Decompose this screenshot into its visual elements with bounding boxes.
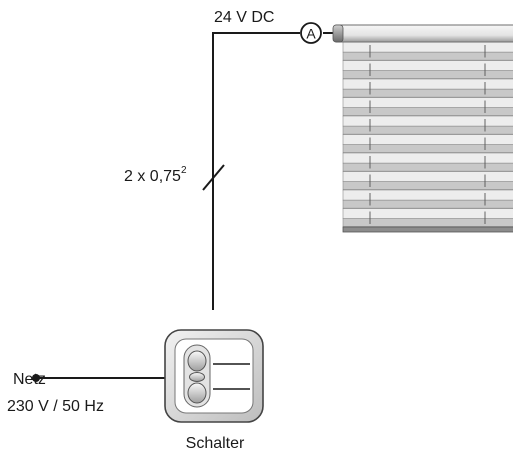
motor-label: A	[306, 26, 316, 42]
motor-symbol: A	[300, 22, 322, 44]
dc-wire	[212, 32, 300, 310]
cable-spec-label: 2 x 0,752	[124, 165, 187, 185]
blind-pleat	[342, 152, 513, 173]
mains-spec-label: 230 V / 50 Hz	[7, 398, 104, 415]
headrail	[335, 24, 513, 43]
blind-pleat	[342, 97, 513, 117]
cable-spec-superscript: 2	[181, 165, 187, 176]
cable-spec-main: 2 x 0,75	[124, 168, 181, 185]
mains-terminal-dot	[32, 374, 40, 382]
blind-pleat	[342, 78, 513, 99]
blind-pleat	[342, 60, 513, 80]
pleated-blind	[332, 24, 513, 233]
voltage-label: 24 V DC	[214, 9, 274, 26]
up-button[interactable]	[187, 350, 207, 372]
down-button[interactable]	[187, 382, 207, 404]
blind-pleat	[342, 41, 513, 62]
stop-button[interactable]	[189, 372, 205, 382]
blind-pleat	[342, 208, 513, 228]
blind-fabric	[342, 41, 513, 228]
blind-pleat	[342, 171, 513, 191]
mains-label: Netz	[13, 371, 46, 388]
headrail-end-cap	[332, 24, 344, 43]
blind-pleat	[342, 115, 513, 136]
blind-pleat	[342, 134, 513, 154]
cable-tick-mark	[202, 164, 225, 191]
wall-switch[interactable]	[164, 329, 264, 423]
bottom-rail	[342, 226, 513, 233]
switch-label: Schalter	[186, 435, 245, 452]
blind-pleat	[342, 189, 513, 210]
